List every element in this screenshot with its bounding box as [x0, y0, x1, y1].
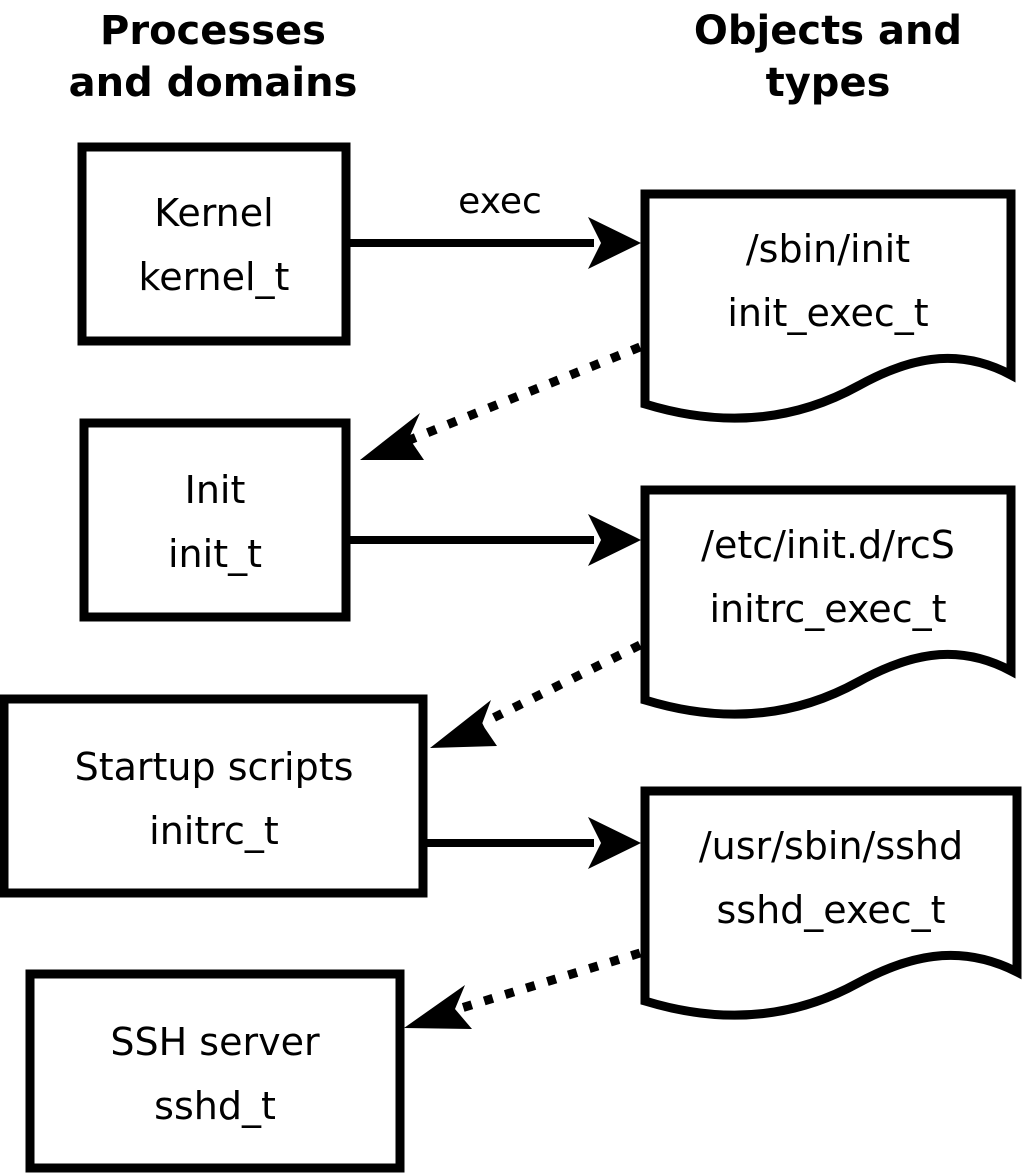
object-node-sshd-exec-document[interactable] [640, 786, 1022, 1020]
edge-sshd-exec-transition-sshd-arrowhead [404, 985, 472, 1029]
column-heading-objects: Objects and types [694, 8, 962, 106]
edge-sshd-exec-transition-sshd-line[interactable] [453, 948, 642, 1015]
edge-init-exec-transition-init[interactable] [360, 342, 642, 460]
process-node-kernel-line1: Kernel [154, 191, 273, 235]
object-node-sshd-exec[interactable]: /usr/sbin/sshd sshd_exec_t [640, 786, 1022, 1020]
process-node-sshd[interactable]: SSH server sshd_t [25, 969, 405, 1173]
object-node-init-exec-line1: /sbin/init [746, 227, 910, 271]
edge-label-exec: exec [458, 181, 542, 222]
edge-initrc-exec-sshd-exec-arrowhead [588, 817, 641, 869]
process-node-initrc-line2: initrc_t [149, 809, 279, 853]
object-node-init-exec-line2: init_exec_t [727, 291, 928, 335]
column-heading-processes-line1: Processes [100, 8, 326, 54]
process-node-init[interactable]: Init init_t [79, 418, 351, 622]
edge-sshd-exec-transition-sshd[interactable] [404, 948, 642, 1029]
process-node-init-line1: Init [185, 468, 246, 512]
object-node-sshd-exec-line2: sshd_exec_t [716, 888, 945, 932]
column-heading-objects-line1: Objects and [694, 8, 962, 54]
edge-initrc-exec-transition-initrc-arrowhead [430, 700, 497, 748]
process-node-initrc[interactable]: Startup scripts initrc_t [0, 694, 428, 898]
edge-kernel-exec-init-exec-arrowhead [588, 217, 641, 269]
object-node-sshd-exec-line1: /usr/sbin/sshd [699, 824, 963, 868]
process-node-kernel-box[interactable] [77, 142, 351, 346]
edge-init-exec-initrc-exec[interactable] [346, 514, 641, 566]
edge-init-exec-initrc-exec-arrowhead [588, 514, 641, 566]
object-node-init-exec[interactable]: /sbin/init init_exec_t [640, 189, 1016, 423]
process-node-kernel[interactable]: Kernel kernel_t [77, 142, 351, 346]
column-heading-processes-line2: and domains [69, 60, 358, 106]
process-node-initrc-line1: Startup scripts [75, 745, 354, 789]
process-node-init-line2: init_t [168, 532, 262, 576]
edge-init-exec-transition-init-arrowhead [360, 413, 424, 460]
edge-initrc-exec-transition-initrc[interactable] [430, 640, 643, 748]
column-heading-processes: Processes and domains [69, 8, 358, 106]
process-node-kernel-line2: kernel_t [139, 255, 290, 299]
process-node-sshd-line2: sshd_t [154, 1084, 276, 1128]
object-node-initrc-exec-document[interactable] [640, 485, 1016, 719]
object-node-initrc-exec-line2: initrc_exec_t [710, 587, 947, 631]
edge-init-exec-transition-init-line[interactable] [405, 342, 642, 446]
process-node-initrc-box[interactable] [0, 694, 428, 898]
object-node-initrc-exec-line1: /etc/init.d/rcS [701, 523, 955, 567]
edge-initrc-exec-sshd-exec[interactable] [423, 817, 641, 869]
process-node-sshd-line1: SSH server [110, 1020, 320, 1064]
object-node-initrc-exec[interactable]: /etc/init.d/rcS initrc_exec_t [640, 485, 1016, 719]
column-heading-objects-line2: types [766, 60, 891, 106]
process-node-init-box[interactable] [79, 418, 351, 622]
edge-kernel-exec-init-exec[interactable]: exec [346, 181, 641, 269]
object-node-init-exec-document[interactable] [640, 189, 1016, 423]
edge-initrc-exec-transition-initrc-line[interactable] [478, 640, 643, 729]
process-node-sshd-box[interactable] [25, 969, 405, 1173]
